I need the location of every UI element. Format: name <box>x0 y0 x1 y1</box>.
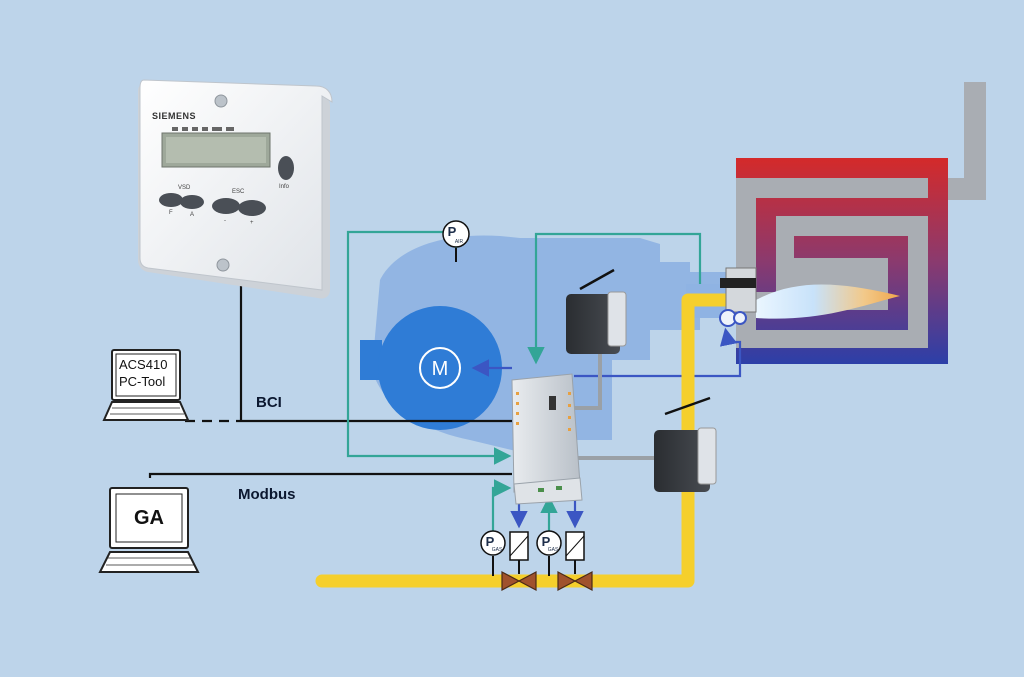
ga-label: GA <box>134 507 164 529</box>
air-pressure-sub: AIR <box>455 239 464 245</box>
gas-pressure-switch-min: P GAS <box>480 530 506 576</box>
gas-actuator <box>654 427 717 492</box>
ga-laptop: GA <box>98 487 200 573</box>
air-actuator <box>566 291 627 354</box>
burner-head <box>719 267 757 327</box>
hmi-info-label: Info <box>279 184 290 190</box>
hmi-display-unit: SIEMENS F A - + Info VSD ESC <box>138 79 333 299</box>
gas-damper <box>664 396 711 416</box>
laptop-keyboard-icon <box>102 401 190 421</box>
gas-valve-1 <box>501 531 537 591</box>
gas-valve-2 <box>557 531 593 591</box>
hmi-a-button[interactable] <box>180 195 204 209</box>
pc-tool-laptop: ACS410 PC-Tool <box>102 349 190 421</box>
motor-icon <box>419 347 461 389</box>
gas-pressure-switch-max: P GAS <box>536 530 562 576</box>
hmi-brand: SIEMENS <box>152 111 196 121</box>
gas-pressure-symbol-1: P <box>486 534 495 549</box>
hmi-info-button[interactable] <box>278 156 294 180</box>
gas-pressure-sub-2: GAS <box>548 547 559 553</box>
bci-label: BCI <box>256 394 282 411</box>
hmi-f-button[interactable] <box>159 193 183 207</box>
chimney <box>964 82 986 192</box>
laptop-keyboard-icon-2 <box>98 551 200 573</box>
hmi-icon-row <box>172 127 234 131</box>
hmi-minus-label: - <box>224 218 226 224</box>
fan-motor-housing <box>378 306 502 430</box>
pc-tool-label-line1: ACS410 <box>119 357 167 372</box>
hmi-vsd-label: VSD <box>178 185 191 191</box>
pc-tool-label-line2: PC-Tool <box>119 374 165 389</box>
hmi-f-label: F <box>169 210 173 216</box>
flame <box>756 284 900 319</box>
hmi-a-label: A <box>190 212 194 218</box>
air-damper <box>579 268 615 291</box>
modbus-label: Modbus <box>238 486 296 503</box>
air-pressure-symbol: P <box>448 224 457 239</box>
cables <box>148 282 512 478</box>
hmi-esc-label: ESC <box>232 189 245 195</box>
hmi-minus-button[interactable] <box>212 198 240 214</box>
hmi-plus-label: + <box>250 220 254 226</box>
hmi-plus-button[interactable] <box>238 200 266 216</box>
motor-label: M <box>432 358 449 380</box>
burner-control-unit <box>511 373 583 505</box>
gas-pressure-sub-1: GAS <box>492 547 503 553</box>
actuator-links <box>574 350 656 460</box>
gas-pressure-symbol-2: P <box>542 534 551 549</box>
boiler <box>736 82 986 364</box>
ignition-electrode <box>720 278 756 288</box>
air-pressure-switch: P AIR <box>442 220 470 262</box>
